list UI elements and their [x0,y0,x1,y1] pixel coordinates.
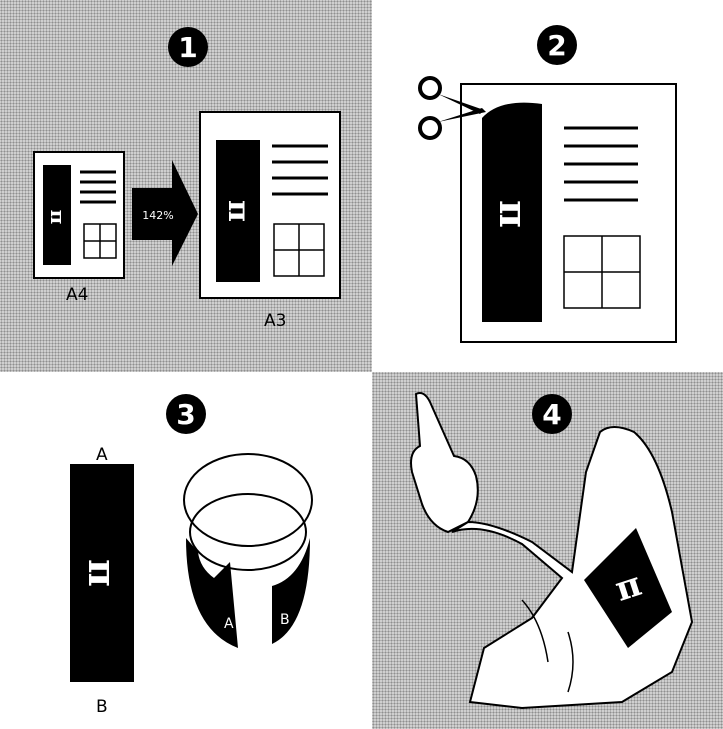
a4-document: π [34,152,124,278]
step-4-illustration: 4 π [372,372,723,729]
step-1-number: 1 [178,31,197,64]
step-3-number: 3 [176,398,195,431]
step-1-illustration: 1 π A4 142% π [0,0,372,372]
pointing-hand-icon: π [411,393,692,708]
strip-end-a-label: A [96,445,108,465]
step-3-panel: 3 A π B A B [0,372,372,729]
step-1-badge: 1 [168,27,208,67]
step-3-illustration: 3 A π B A B [0,372,372,729]
strip-end-b-label: B [96,697,108,717]
loop-label-a: A [224,616,234,632]
step-2-number: 2 [547,29,566,62]
step-2-badge: 2 [537,25,577,65]
a3-pi-symbol: π [221,200,256,222]
step-2-illustration: 2 π [372,0,723,372]
a3-label: A3 [264,311,286,331]
step-3-badge: 3 [166,394,206,434]
step-4-badge: 4 [532,394,572,434]
step-4-number: 4 [542,398,561,431]
arrow-icon: 142% [132,160,198,266]
scale-label: 142% [142,209,173,222]
straight-strip-pi: π [80,559,125,587]
strip-loop: A B [184,454,312,648]
a3-document: π [200,112,340,298]
step-1-panel: 1 π A4 142% π [0,0,372,372]
step-4-panel: 4 π [372,372,723,729]
loop-label-b: B [280,612,290,628]
step-2-panel: 2 π [372,0,723,372]
a4-label: A4 [66,285,88,305]
a4-pi-symbol: π [46,210,70,225]
strip-pi-symbol: π [491,200,536,228]
